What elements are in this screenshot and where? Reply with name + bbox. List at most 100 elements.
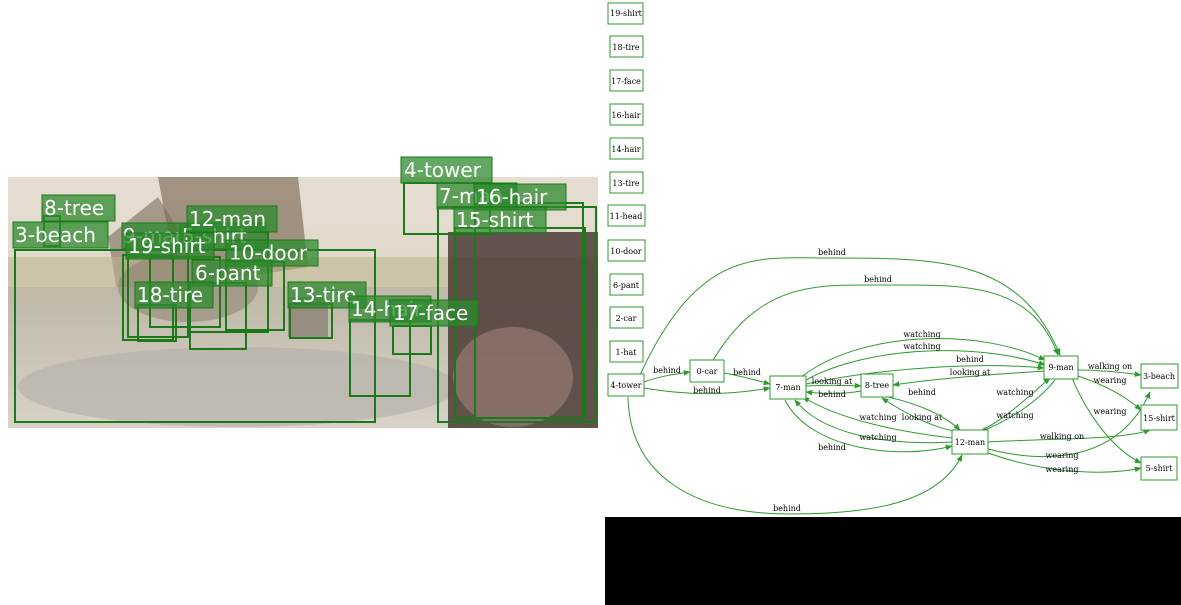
edge-label: watching <box>903 342 940 351</box>
graph-node-label: 19-shirt <box>610 9 643 18</box>
graph-node-label: 12-man <box>955 438 985 447</box>
tag-18-tire: 18-tire <box>134 281 214 309</box>
edge-label: watching <box>996 411 1033 420</box>
tag-group: 4-tower 8-tree 3-beach 9-man 5-shirt 12-… <box>12 156 567 327</box>
graph-node-8-tree: 8-tree <box>860 373 894 398</box>
edge-label: behind <box>864 275 892 284</box>
graph-edge: watching <box>799 330 1046 379</box>
graph-edge: watching <box>979 379 1056 433</box>
edge-label: behind <box>693 386 721 395</box>
tag-text-17-face: 17-face <box>393 301 468 325</box>
edge-label: behind <box>908 388 936 397</box>
graph-edge: wearing <box>1071 377 1142 464</box>
graph-node-14-hair: 14-hair <box>609 137 644 160</box>
edge-label: looking at <box>812 377 853 386</box>
graph-node-label: 2-car <box>616 314 637 323</box>
graph-edge: behind <box>639 248 1061 376</box>
graph-edge: behind <box>805 389 862 399</box>
graph-edge: behind <box>723 368 771 385</box>
tag-text-4-tower: 4-tower <box>404 158 482 182</box>
edge-group: behind behind behind behind behind watch… <box>627 248 1151 515</box>
tag-text-13-tire: 13-tire <box>290 283 356 307</box>
graph-node-7-man: 7-man <box>769 375 807 400</box>
graph-node-12-man: 12-man <box>951 429 989 455</box>
edge-label: watching <box>859 413 896 422</box>
graph-node-label: 3-beach <box>1143 372 1175 381</box>
edge-label: walking on <box>1088 362 1132 371</box>
graph-node-16-hair: 16-hair <box>609 103 644 126</box>
edge-label: behind <box>956 355 984 364</box>
graph-node-10-door: 10-door <box>607 239 646 262</box>
edge-label: behind <box>818 443 846 452</box>
graph-edge: looking at <box>892 368 1045 387</box>
graph-edge: watching <box>805 342 1046 381</box>
graph-node-4-tower: 4-tower <box>607 373 645 397</box>
graph-edge: behind <box>805 355 1045 385</box>
isolated-node-column: 19-shirt 18-tire 17-face 16-hair 14-hair… <box>607 2 646 363</box>
graph-node-2-car: 2-car <box>609 306 644 329</box>
bbox-17-face <box>392 325 432 355</box>
graph-node-13-tire: 13-tire <box>609 171 644 194</box>
edge-label: looking at <box>902 413 943 422</box>
graph-edge: walking on <box>1077 362 1142 377</box>
tag-text-19-shirt: 19-shirt <box>128 234 206 258</box>
graph-edge: watching <box>802 396 953 439</box>
graph-edge: walking on <box>987 429 1151 443</box>
graph-node-label: 16-hair <box>611 111 640 120</box>
graph-node-17-face: 17-face <box>609 69 644 92</box>
graph-edge: wearing <box>987 452 1142 474</box>
graph-edge: watching <box>977 377 1051 433</box>
graph-node-0-car: 0-car <box>689 359 725 383</box>
tag-15-shirt: 15-shirt <box>453 206 547 234</box>
graph-edge: behind <box>643 386 771 395</box>
detection-overlay: 4-tower 8-tree 3-beach 9-man 5-shirt 12-… <box>12 156 597 423</box>
black-footer-region <box>605 517 1181 605</box>
graph-edge: looking at <box>881 397 961 433</box>
graph-edge: behind <box>887 388 961 431</box>
tag-text-16-hair: 16-hair <box>476 185 548 209</box>
connected-node-group: 4-tower 0-car 7-man 8-tree 9-man 12-man … <box>607 355 1179 481</box>
graph-node-5-shirt: 5-shirt <box>1140 456 1178 481</box>
graph-node-15-shirt: 15-shirt <box>1140 404 1178 431</box>
graph-node-label: 18-tire <box>612 43 639 52</box>
tag-17-face: 17-face <box>389 299 479 327</box>
tag-3-beach: 3-beach <box>12 221 109 249</box>
graph-edge: behind <box>643 366 691 383</box>
edge-label: wearing <box>1093 376 1126 385</box>
graph-edge: looking at <box>805 377 862 389</box>
graph-node-label: 10-door <box>610 247 642 256</box>
edge-label: behind <box>653 366 681 375</box>
graph-node-label: 15-shirt <box>1143 414 1176 423</box>
tag-16-hair: 16-hair <box>473 183 567 211</box>
edge-label: watching <box>996 388 1033 397</box>
tag-13-tire: 13-tire <box>287 281 367 309</box>
graph-node-6-pant: 6-pant <box>609 273 644 296</box>
bbox-18-tire <box>137 304 177 342</box>
bbox-16-hair <box>474 202 584 419</box>
edge-label: behind <box>818 248 846 257</box>
bbox-14-hair <box>349 319 411 397</box>
tag-19-shirt: 19-shirt <box>125 232 215 260</box>
graph-edge: behind <box>711 275 1059 363</box>
graph-node-1-hat: 1-hat <box>609 340 644 363</box>
graph-node-label: 4-tower <box>610 381 641 390</box>
tag-text-6-pant: 6-pant <box>195 261 261 285</box>
graph-node-label: 9-man <box>1048 363 1073 372</box>
scene-graph: 19-shirt 18-tire 17-face 16-hair 14-hair… <box>607 2 1179 515</box>
tag-text-15-shirt: 15-shirt <box>456 208 534 232</box>
edge-label: behind <box>773 504 801 513</box>
edge-label: behind <box>733 368 761 377</box>
graph-node-label: 13-tire <box>612 179 639 188</box>
graph-node-label: 5-shirt <box>1146 464 1173 473</box>
edge-label: wearing <box>1093 407 1126 416</box>
tag-12-man: 12-man <box>186 205 278 233</box>
graph-edge: behind <box>627 396 963 515</box>
graph-node-label: 17-face <box>611 77 641 86</box>
tag-text-18-tire: 18-tire <box>137 283 203 307</box>
graph-node-label: 0-car <box>697 367 718 376</box>
graph-node-3-beach: 3-beach <box>1140 363 1179 389</box>
edge-label: watching <box>859 433 896 442</box>
edge-label: wearing <box>1045 451 1078 460</box>
bbox-13-tire <box>289 303 333 339</box>
graph-node-label: 7-man <box>775 383 800 392</box>
